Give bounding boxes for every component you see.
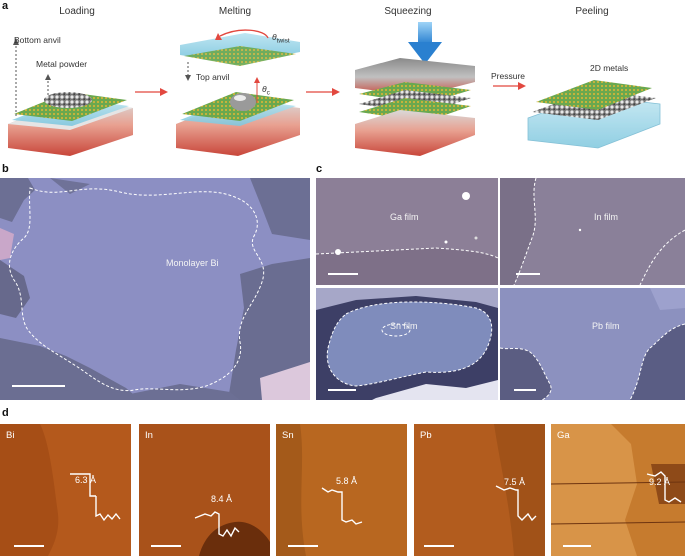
scale-bar bbox=[288, 545, 318, 547]
scale-bar bbox=[424, 545, 454, 547]
monolayer-bi-image: Monolayer Bi bbox=[0, 178, 310, 400]
melting-stack bbox=[176, 29, 300, 156]
panel-a-label: a bbox=[2, 0, 9, 12]
panel-d-label: d bbox=[2, 407, 9, 419]
monolayer-bi-label: Monolayer Bi bbox=[166, 258, 219, 268]
in-film-label: In film bbox=[594, 212, 619, 222]
afm-image-in: In 8.4 Å bbox=[139, 424, 270, 556]
sn-film-image: Sn film bbox=[316, 288, 498, 400]
scale-bar bbox=[12, 385, 65, 387]
schematic-illustration bbox=[8, 22, 661, 156]
step-height-bi: 6.3 Å bbox=[75, 475, 97, 485]
step-height-in: 8.4 Å bbox=[211, 494, 233, 504]
panel-c-label: c bbox=[316, 163, 323, 175]
stage-title-squeezing: Squeezing bbox=[384, 6, 432, 17]
ga-film-label: Ga film bbox=[390, 212, 419, 222]
scale-bar bbox=[514, 389, 536, 391]
in-film-image: In film bbox=[500, 178, 685, 285]
process-arrows bbox=[135, 82, 526, 96]
stage-title-loading: Loading bbox=[59, 6, 95, 17]
afm-label-in: In bbox=[145, 430, 153, 441]
two-d-metals-label: 2D metals bbox=[590, 63, 629, 73]
scale-bar bbox=[516, 273, 540, 275]
afm-image-bi: Bi 6.3 Å bbox=[0, 424, 131, 556]
afm-image-ga: Ga 9.2 Å bbox=[551, 424, 685, 556]
scale-bar bbox=[328, 389, 356, 391]
step-height-sn: 5.8 Å bbox=[336, 476, 358, 486]
afm-label-bi: Bi bbox=[6, 430, 15, 441]
theta-twist-label: θtwist bbox=[272, 32, 290, 45]
stage-title-melting: Melting bbox=[218, 6, 252, 17]
stage-title-peeling: Peeling bbox=[575, 6, 609, 17]
peeling-stack bbox=[527, 80, 661, 149]
loading-stack bbox=[8, 38, 133, 156]
afm-label-pb: Pb bbox=[420, 430, 432, 441]
afm-image-pb: Pb 7.5 Å bbox=[414, 424, 545, 556]
afm-image-sn: Sn 5.8 Å bbox=[276, 424, 407, 556]
scale-bar bbox=[14, 545, 44, 547]
scale-bar bbox=[151, 545, 181, 547]
step-height-pb: 7.5 Å bbox=[504, 477, 526, 487]
ga-film-image: Ga film bbox=[316, 178, 498, 285]
squeezing-stack bbox=[355, 22, 475, 156]
scale-bar bbox=[328, 273, 358, 275]
bottom-anvil-label: Bottom anvil bbox=[14, 35, 61, 45]
step-height-ga: 9.2 Å bbox=[649, 477, 671, 487]
sn-film-label: Sn film bbox=[390, 321, 418, 331]
panel-b-label: b bbox=[2, 163, 9, 175]
pressure-label: Pressure bbox=[491, 71, 526, 81]
metal-powder-label: Metal powder bbox=[36, 59, 88, 69]
pb-film-label: Pb film bbox=[592, 321, 620, 331]
afm-label-sn: Sn bbox=[282, 430, 294, 441]
pb-film-image: Pb film bbox=[500, 288, 685, 400]
afm-label-ga: Ga bbox=[557, 430, 570, 441]
theta-c-label: θc bbox=[262, 84, 270, 97]
scale-bar bbox=[563, 545, 591, 547]
top-anvil-label: Top anvil bbox=[196, 72, 230, 82]
